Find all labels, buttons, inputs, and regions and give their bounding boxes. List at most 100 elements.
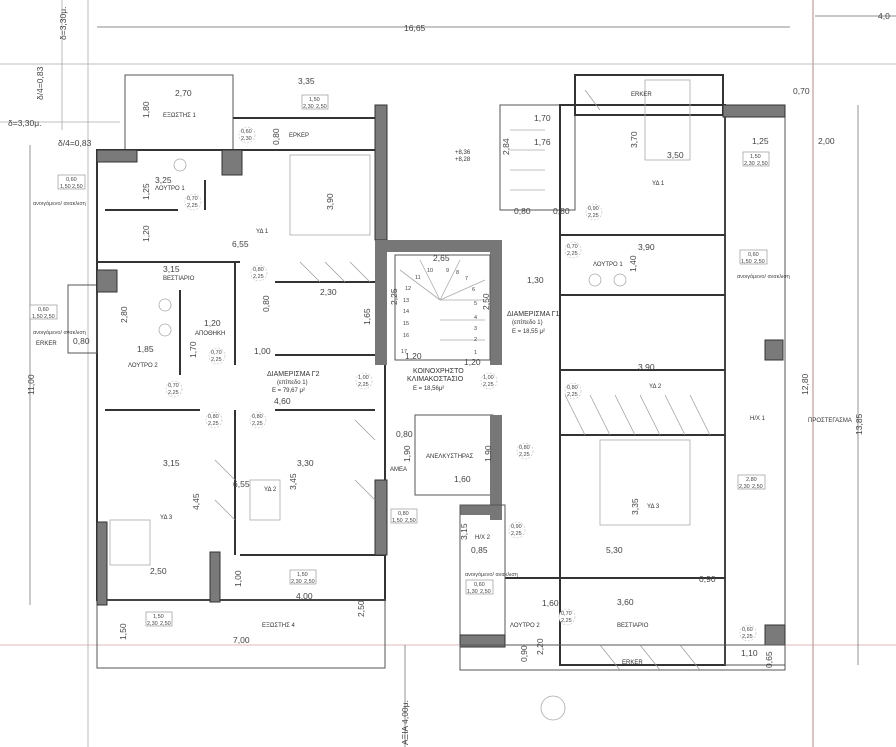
- plan-text: 2,30: [739, 484, 750, 490]
- plan-text: 0,70: [187, 196, 198, 202]
- dim-label: 1,20: [405, 351, 422, 361]
- top-right-dim: 4,0: [878, 11, 890, 21]
- plan-text: 2,80: [746, 477, 757, 483]
- plan-text: 1,50: [392, 518, 403, 524]
- door-tag: 0,702,25: [558, 608, 576, 626]
- room-label: Η/Χ 2: [475, 535, 491, 541]
- street-label: ΑΞΙΑ 4,00μ.: [400, 700, 410, 745]
- plan-text: 0,60: [241, 129, 252, 135]
- dim-label: 0,80: [271, 128, 281, 145]
- dim-label: 3,15: [163, 264, 180, 274]
- plan-text: 2,50: [754, 259, 765, 265]
- plan-text: 2,25: [252, 421, 263, 427]
- dim-label: 1,30: [527, 275, 544, 285]
- plan-text: 2,30: [147, 621, 158, 627]
- room-label: ΥΔ 2: [649, 384, 662, 390]
- plan-text: 0,80: [253, 267, 264, 273]
- room-label: ΥΔ 3: [160, 515, 173, 521]
- apartment-title: ΔΙΑΜΕΡΙΣΜΑ Γ2: [267, 371, 320, 378]
- plan-text: 1,50: [309, 97, 320, 103]
- dim-label: 1,00: [233, 570, 243, 587]
- dim-label: 5,30: [606, 545, 623, 555]
- plan-text: 1,50: [60, 184, 71, 190]
- dim-label: 3,60: [617, 597, 634, 607]
- room-label: ΒΕΣΤΙΑΡΙΟ: [163, 276, 195, 282]
- dim-label: 7,00: [233, 635, 250, 645]
- plan-text: 0,70: [211, 350, 222, 356]
- plan-text: 1,00: [358, 375, 369, 381]
- door-tag: 0,802,25: [516, 442, 534, 460]
- plan-text: 5: [474, 301, 477, 307]
- dim-label: 1,25: [141, 183, 151, 200]
- dim-label: 1,76: [534, 137, 551, 147]
- door-tag: 0,702,25: [208, 347, 226, 365]
- dim-label: 4,45: [191, 493, 201, 510]
- core-subtitle: ΚΛΙΜΑΚΟΣΤΑΣΙΟ: [407, 376, 464, 383]
- core-area: Ε = 18,56μ²: [413, 386, 444, 392]
- plan-text: 2,25: [483, 382, 494, 388]
- dim-label: 0,65: [764, 651, 774, 668]
- dim-label: 12,80: [800, 373, 810, 395]
- plan-text: 15: [403, 321, 409, 327]
- plan-text: 2,25: [588, 213, 599, 219]
- plan-text: 2,30: [303, 104, 314, 110]
- plan-text: 1: [474, 350, 477, 356]
- apartment-g2-labels: ΔΙΑΜΕΡΙΣΜΑ Γ2 (επίπεδο 1) Ε = 79,67 μ² Ε…: [33, 76, 372, 645]
- plan-text: 1,50: [741, 259, 752, 265]
- dim-label: 2,80: [119, 306, 129, 323]
- plan-text: 12: [405, 286, 411, 292]
- door-tag: 0,602,30: [238, 126, 256, 144]
- door-tag: 0,802,25: [249, 411, 267, 429]
- dim-label: 4,60: [274, 396, 291, 406]
- dim-label: 6,55: [233, 479, 250, 489]
- dim-label: 3,15: [163, 458, 180, 468]
- door-tag: 1,002,25: [480, 372, 498, 390]
- stair-step-numbers: 1 2 3 4 5 6 7 8 9 10 11 12 13 14 15 16 1…: [401, 268, 477, 356]
- plan-text: 0,80: [398, 511, 409, 517]
- room-label: ΕRKER: [36, 341, 57, 347]
- plan-text: 1,50: [153, 614, 164, 620]
- apartment-g1-walls: [459, 74, 786, 721]
- apartment-area: Ε = 18,55 μ²: [512, 329, 545, 335]
- room-label: ΑΠΟΘΗΚΗ: [195, 331, 225, 337]
- dim-label: 3,25: [155, 175, 172, 185]
- plan-text: 0,60: [474, 582, 485, 588]
- dim-label: 1,00: [254, 346, 271, 356]
- plan-text: 13: [403, 298, 409, 304]
- dim-label: 1,90: [483, 445, 493, 462]
- overall-width: 16,65: [404, 23, 426, 33]
- dim-label: 3,15: [459, 523, 469, 540]
- plan-text: 1,50: [297, 572, 308, 578]
- apartment-title: ΔΙΑΜΕΡΙΣΜΑ Γ1: [507, 311, 560, 318]
- room-label: ΕΞΩΣΤΗΣ 4: [262, 623, 295, 629]
- window-note: ανοιγόμενο/ ανακλιση: [33, 329, 86, 336]
- elevator-label: ΑΝΕΛΚΥΣΤΗΡΑΣ: [426, 454, 474, 460]
- plan-text: 1,50: [750, 154, 761, 160]
- plan-text: 7: [465, 276, 468, 282]
- plan-text: 10: [427, 268, 433, 274]
- plan-text: 6: [472, 287, 475, 293]
- plan-text: 2,25: [561, 618, 572, 624]
- plan-text: 2,25: [519, 452, 530, 458]
- plan-text: 2,25: [168, 390, 179, 396]
- dim-label: 3,90: [638, 242, 655, 252]
- plan-text: 2,50: [757, 161, 768, 167]
- dim-label: 2,84: [501, 138, 511, 155]
- dim-label: 1,50: [118, 623, 128, 640]
- plan-text: 0,80: [252, 414, 263, 420]
- dim-label: 3,90: [325, 193, 335, 210]
- plan-text: 14: [403, 309, 409, 315]
- plan-text: 2,50: [405, 518, 416, 524]
- plan-text: 9: [446, 268, 449, 274]
- plan-text: 8: [456, 270, 459, 276]
- plan-text: 2,50: [44, 314, 55, 320]
